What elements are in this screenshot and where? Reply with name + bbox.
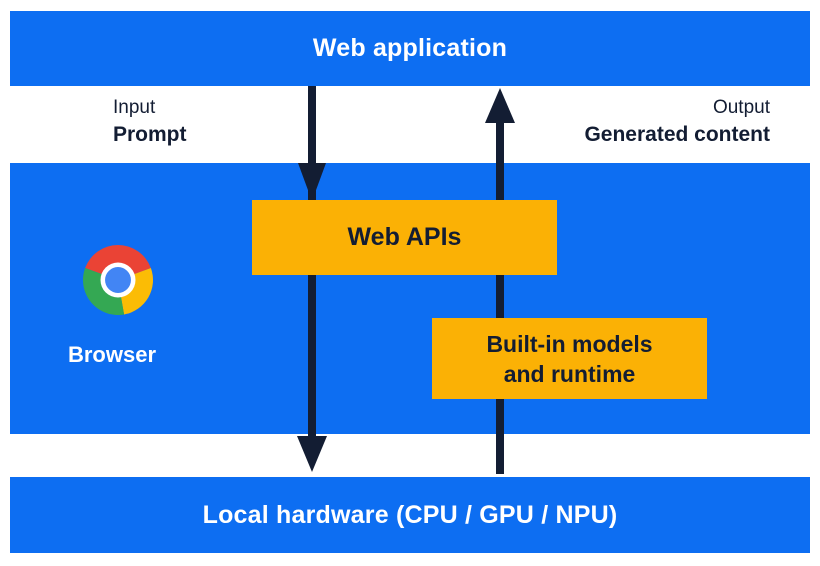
- local-hardware-label: Local hardware (CPU / GPU / NPU): [202, 500, 618, 529]
- builtin-models-box: Built-in models and runtime: [432, 318, 707, 399]
- down-arrow-icon: [298, 163, 326, 201]
- output-caption: Output: [712, 97, 770, 118]
- web-application-band: Web application: [10, 11, 810, 86]
- up-arrow-icon: [485, 88, 515, 123]
- local-hardware-band: Local hardware (CPU / GPU / NPU): [10, 477, 810, 553]
- builtin-models-label-line1: Built-in models: [486, 330, 653, 357]
- output-label-block: Output Generated content: [584, 95, 770, 148]
- web-apis-label: Web APIs: [347, 223, 462, 251]
- web-apis-box: Web APIs: [252, 200, 557, 275]
- web-application-label: Web application: [312, 34, 508, 62]
- input-value-label: Prompt: [113, 123, 187, 146]
- input-label-block: Input Prompt: [113, 95, 187, 148]
- browser-label: Browser: [67, 342, 157, 367]
- output-value-label: Generated content: [584, 123, 770, 146]
- up-arrow-line: [496, 120, 504, 474]
- chrome-logo-icon: [83, 245, 153, 316]
- down-arrow-icon: [297, 436, 327, 472]
- input-caption: Input: [113, 97, 156, 118]
- builtin-models-label-line2: and runtime: [503, 360, 636, 387]
